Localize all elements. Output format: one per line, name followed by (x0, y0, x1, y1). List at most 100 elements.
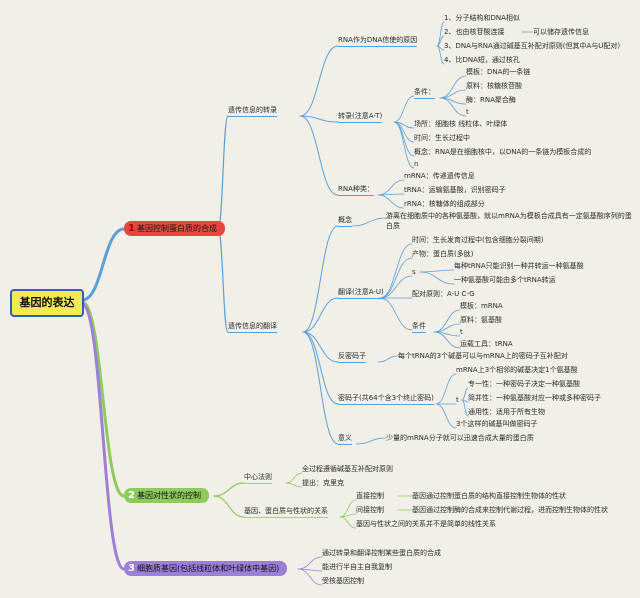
branch-number: 2 (128, 490, 135, 501)
connector-tprocess-item (379, 243, 413, 299)
central-dogma-item[interactable]: 提出：克里克 (302, 479, 344, 487)
connector-tcondition-item (433, 331, 461, 349)
node-codon[interactable]: 密码子(共64个含3个终止密码) (338, 394, 434, 405)
translation-material[interactable]: 原料：氨基酸 (460, 316, 502, 324)
connector-tprocess-item (379, 297, 413, 331)
anticodon-text[interactable]: 每个tRNA的3个碱基可以与mRNA上的密码子互补配对 (398, 352, 568, 360)
codon-definition[interactable]: mRNA上3个相邻的碱基决定1个氨基酸 (456, 366, 578, 374)
node-anticodon[interactable]: 反密码子 (338, 352, 366, 363)
node-gene-protein-trait[interactable]: 基因、蛋白质与性状的关系 (244, 507, 328, 518)
connector-process-item (393, 121, 415, 157)
node-significance[interactable]: 意义 (338, 434, 352, 445)
connector-trna-rule (419, 269, 455, 273)
connector-translation-concept (302, 225, 339, 333)
translation-time[interactable]: 时间：生长发育过程中(包含细胞分裂间期) (412, 236, 544, 244)
translation-concept-text-2[interactable]: 白质 (386, 222, 400, 230)
node-transcription-conditions[interactable]: 条件： (414, 88, 435, 99)
translation-tool[interactable]: 运载工具：tRNA (460, 340, 513, 348)
connector-cytoplasm-item (297, 568, 323, 586)
connector-concept-text (351, 217, 387, 227)
connector-root-branch2 (80, 300, 126, 498)
node-indirect-control[interactable]: 间接控制 (356, 506, 384, 514)
connector-rnatype-item (377, 179, 405, 196)
trna-rule-2[interactable]: 一种氨基酸可能由多个tRNA转运 (454, 276, 556, 284)
condition-enzyme[interactable]: 酶：RNA聚合酶 (466, 96, 516, 104)
rna-type-item[interactable]: rRNA：核糖体的组成部分 (404, 200, 485, 208)
node-rna-messenger-reason[interactable]: RNA作为DNA信使的原因 (338, 36, 418, 47)
connector-branch1-translation (217, 228, 229, 333)
transcription-time[interactable]: 时间：生长过程中 (414, 134, 470, 142)
condition-material[interactable]: 原料：核糖核苷酸 (466, 82, 522, 90)
connector-central-item (285, 472, 303, 484)
branch-number: 3 (128, 563, 135, 574)
rna-type-item[interactable]: mRNA：传递遗传信息 (404, 172, 475, 180)
connector-root-branch1 (80, 227, 126, 302)
connector-tprocess-item (379, 257, 413, 299)
connector-relation-item (339, 516, 357, 529)
rna-type-item[interactable]: tRNA：运输氨基酸，识别密码子 (404, 186, 506, 194)
codon-note[interactable]: 3个这样的碱基叫做密码子 (456, 420, 538, 428)
connector-relation-item (339, 513, 357, 518)
translation-concept-text[interactable]: 游离在细胞质中的各种氨基酸，就以mRNA为模板合成具有一定氨基酸序列的蛋 (386, 212, 632, 220)
node-central-dogma[interactable]: 中心法则 (244, 473, 272, 484)
connector-branch2-central (213, 482, 245, 497)
indirect-control-text[interactable]: 基因通过控制酶的合成来控制代谢过程，进而控制生物体的性状 (412, 506, 608, 514)
transcription-n[interactable]: n (414, 160, 419, 168)
translation-template[interactable]: 模板：mRNA (460, 302, 503, 310)
cytoplasm-item[interactable]: 通过转录和翻译控制某些蛋白质的合成 (322, 549, 441, 557)
connector-codon-item (435, 403, 457, 429)
translation-product[interactable]: 产物：蛋白质(多肽) (412, 250, 474, 258)
codon-trait[interactable]: 简并性：一种氨基酸对应一种或多种密码子 (468, 394, 601, 402)
connector-significance-text (355, 437, 387, 445)
node-translation-conditions[interactable]: 条件 (412, 322, 426, 333)
cytoplasm-item[interactable]: 能进行半自主自我复制 (322, 563, 392, 571)
translation-pairing[interactable]: 配对原则：A-U C-G (412, 290, 475, 298)
node-translation[interactable]: 遗传信息的翻译 (228, 322, 277, 333)
node-translation-process[interactable]: 翻译(注意A-U) (338, 288, 384, 299)
node-rna-types[interactable]: RNA种类： (338, 185, 374, 196)
connector-translation-process (302, 297, 339, 333)
relation-note[interactable]: 基因与性状之间的关系并不是简单的线性关系 (356, 520, 496, 528)
transcription-concept[interactable]: 概念：RNA是在细胞核中，以DNA的一条链为模板合成的 (414, 148, 592, 156)
codon-trait[interactable]: 通用性：适用于所有生物 (468, 408, 545, 416)
reason-item[interactable]: 2、也由核苷酸连接 (444, 28, 505, 36)
transcription-place[interactable]: 场所：细胞核 线粒体、叶绿体 (414, 120, 508, 128)
reason-item[interactable]: 1、分子结构和DNA相似 (444, 14, 520, 22)
root-node[interactable]: 基因的表达 (10, 289, 84, 317)
connector-branch1-transcription (217, 115, 229, 230)
connector-reason-item (436, 21, 445, 47)
connector-central-item (285, 482, 303, 488)
direct-control-text[interactable]: 基因通过控制蛋白质的结构直接控制生物体的性状 (412, 492, 566, 500)
translation-t[interactable]: t (460, 328, 463, 336)
connector-process-item (393, 121, 415, 169)
connector-tcondition-item (433, 309, 461, 333)
codon-t[interactable]: t (456, 396, 459, 404)
connector-reason-item (436, 45, 445, 65)
condition-t[interactable]: t (466, 108, 469, 116)
reason-item[interactable]: 4、比DNA短，通过核孔 (444, 56, 520, 64)
reason-sub-item[interactable]: 可以储存遗传信息 (533, 28, 589, 36)
connector-condition-item (439, 75, 467, 99)
codon-trait[interactable]: 专一性：一种密码子决定一种氨基酸 (468, 380, 580, 388)
connector-trna-rule (419, 271, 455, 285)
reason-item[interactable]: 3、DNA与RNA通过碱基互补配对原则(但其中A与U配对) (444, 42, 621, 50)
connector-cytoplasm-item (297, 556, 323, 570)
connector-codon-item (435, 373, 457, 405)
trna-rule-1[interactable]: 每种tRNA只能识别一种并转运一种氨基酸 (454, 262, 584, 270)
branch-number: 1 (128, 223, 135, 234)
node-transcription-process[interactable]: 转录(注意A-T) (338, 112, 383, 123)
cytoplasm-item[interactable]: 受核基因控制 (322, 577, 364, 585)
node-translation-concept[interactable]: 概念 (338, 216, 352, 227)
connector-tprocess-item (379, 275, 413, 299)
node-direct-control[interactable]: 直接控制 (356, 492, 384, 500)
connector-condition-item (439, 97, 467, 117)
significance-text[interactable]: 少量的mRNA分子就可以迅速合成大量的蛋白质 (386, 434, 534, 442)
translation-s[interactable]: s (412, 268, 416, 276)
central-dogma-item[interactable]: 全过程遵循碱基互补配对原则 (302, 465, 393, 473)
condition-template[interactable]: 模板：DNA的一条链 (466, 68, 531, 76)
node-transcription[interactable]: 遗传信息的转录 (228, 106, 277, 117)
connector-relation-item (339, 499, 357, 518)
